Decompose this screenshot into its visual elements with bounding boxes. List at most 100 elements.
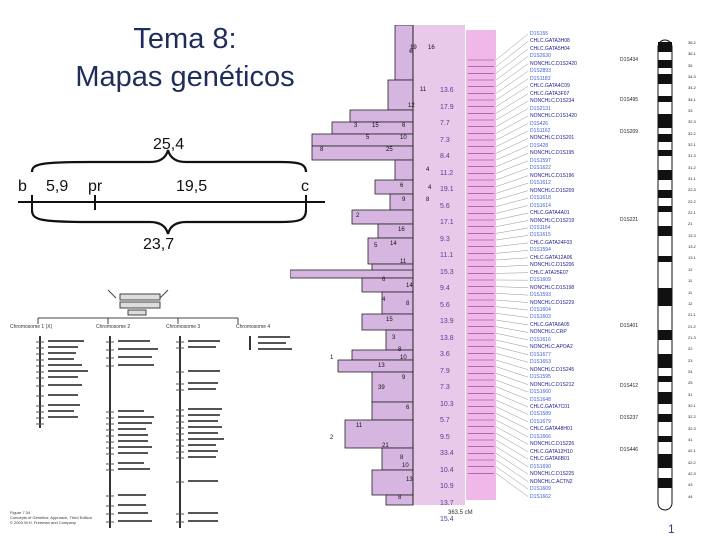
marker-connector bbox=[495, 250, 529, 254]
marker-connector bbox=[495, 333, 529, 341]
marker-connector bbox=[495, 473, 529, 497]
marker-connector bbox=[495, 242, 529, 247]
marker-connector bbox=[495, 56, 529, 81]
marker-name: D1S1662 bbox=[530, 493, 551, 500]
ideogram-bands bbox=[658, 42, 672, 488]
marker-name: D1S1690 bbox=[530, 463, 551, 470]
band-label: 34.1 bbox=[688, 96, 696, 102]
bar-number: 15 bbox=[372, 123, 379, 129]
marker-connector bbox=[495, 63, 529, 87]
marker-connector bbox=[495, 235, 529, 241]
marker-connector bbox=[495, 326, 529, 333]
marker-connector bbox=[495, 168, 529, 181]
distance-pr-c: 19,5 bbox=[176, 178, 208, 195]
marker-name: D1S1615 bbox=[530, 232, 551, 239]
gene-b: b bbox=[18, 178, 27, 195]
bar-number: 11 bbox=[356, 423, 363, 429]
band-label: 13.2 bbox=[688, 244, 696, 250]
band-label: 11 bbox=[688, 278, 693, 284]
band-label: 12 bbox=[688, 266, 693, 272]
marker-connector bbox=[495, 373, 529, 385]
title-line-2: Mapas genéticos bbox=[75, 61, 295, 93]
figure-caption-line-3: © 2003 W.H. Freeman and Company bbox=[10, 520, 76, 525]
bar-number: 10 bbox=[400, 135, 407, 141]
purple-interval-value: 15.3 bbox=[440, 268, 454, 276]
band-label: 36.2 bbox=[688, 40, 696, 45]
marker-name: NONCHLC.D1S226 bbox=[530, 441, 575, 448]
marker-connector bbox=[495, 48, 529, 74]
marker-name: D1S1612 bbox=[530, 180, 551, 187]
purple-interval-value: 10.4 bbox=[440, 466, 454, 474]
purple-interval-value: 5.6 bbox=[440, 202, 450, 210]
band-label: 31 bbox=[688, 391, 693, 397]
bar-number: 9 bbox=[402, 197, 406, 203]
marker-connector bbox=[495, 286, 529, 288]
title-line-1: Tema 8: bbox=[133, 23, 237, 55]
band-label: 32.1 bbox=[688, 402, 696, 408]
marker-name: D1S1653 bbox=[530, 359, 551, 366]
marker-name: NONCHLC.D1S212 bbox=[530, 381, 575, 388]
drosophila-map-figure: Chromosome 1 (X) Chromosome 2 Chromosome… bbox=[8, 288, 298, 538]
bar-chart-total: 363.5 cM bbox=[448, 510, 473, 516]
marker-name: CHLC.GATA6A05 bbox=[530, 321, 570, 328]
marker-connector bbox=[495, 406, 529, 423]
chromosome-3-label: Chromosome 3 bbox=[166, 324, 201, 330]
marker-connector bbox=[495, 220, 529, 227]
band-label: 21.3 bbox=[688, 334, 696, 340]
marker-name: NONCHLC.D1S196 bbox=[530, 172, 575, 179]
bar-number: 4 bbox=[382, 297, 386, 303]
marker-connector bbox=[495, 183, 529, 194]
marker-name: NONCHLC.D1S195 bbox=[530, 150, 575, 157]
purple-interval-value: 7.3 bbox=[440, 384, 450, 391]
marker-connector bbox=[495, 93, 529, 114]
marker-name: D1S1616 bbox=[530, 336, 551, 343]
purple-interval-value: 7.9 bbox=[440, 367, 450, 375]
marker-connector bbox=[495, 426, 529, 445]
purple-interval-value: 15.4 bbox=[440, 516, 454, 523]
bar-number: 14 bbox=[390, 241, 397, 247]
chromosome-4-label: Chromosome 4 bbox=[236, 324, 271, 330]
ideogram-band bbox=[658, 414, 672, 422]
ideogram-band bbox=[658, 134, 672, 142]
chromosome-2-label: Chromosome 2 bbox=[96, 324, 131, 330]
band-label: 13.1 bbox=[688, 255, 696, 261]
bar-number: 13 bbox=[406, 477, 413, 483]
marker-lines bbox=[468, 33, 529, 497]
bar-number: 11 bbox=[400, 259, 407, 265]
marker-pink-column bbox=[466, 30, 496, 500]
marker-name: D1S1183 bbox=[530, 75, 551, 82]
bar-number: 1 bbox=[330, 355, 334, 361]
marker-right: D1S221 bbox=[620, 217, 639, 223]
purple-interval-value: 11.2 bbox=[440, 169, 454, 177]
marker-name: NONCHLC.CRP bbox=[530, 329, 567, 336]
marker-connector bbox=[495, 272, 529, 274]
marker-name: D1S428 bbox=[530, 142, 549, 149]
marker-connector bbox=[495, 130, 529, 147]
bar-number: 8 bbox=[398, 495, 402, 501]
marker-name: NONCHLC.D1S245 bbox=[530, 366, 575, 373]
bar-number: 6 bbox=[400, 183, 404, 189]
marker-name: D1S1679 bbox=[530, 418, 551, 425]
bar-number: 8 bbox=[426, 197, 430, 203]
band-label: 21 bbox=[688, 221, 693, 227]
purple-interval-value: 7.7 bbox=[440, 120, 450, 127]
band-label: 25 bbox=[688, 380, 693, 386]
band-label: 11 bbox=[688, 289, 693, 295]
ideogram-band bbox=[658, 376, 672, 382]
marker-connector bbox=[495, 160, 529, 174]
marker-name: NONCHLC.D1S2420 bbox=[530, 60, 577, 67]
ideogram-band bbox=[658, 454, 672, 468]
figure-caption: Figure 7.34 Concepts of Genetics: Approa… bbox=[10, 510, 92, 525]
bar-number: 19 bbox=[410, 45, 417, 51]
marker-name: NONCHLC.D1S225 bbox=[530, 471, 575, 478]
marker-connector bbox=[495, 393, 529, 408]
marker-connector bbox=[495, 257, 529, 261]
marker-svg bbox=[466, 30, 673, 511]
marker-connector bbox=[495, 175, 529, 187]
marker-name: NONCHLC.D1S198 bbox=[530, 284, 575, 291]
band-label: 32.3 bbox=[688, 119, 696, 125]
bar-number: 2 bbox=[356, 213, 360, 219]
purple-interval-value: 11.1 bbox=[440, 252, 454, 259]
